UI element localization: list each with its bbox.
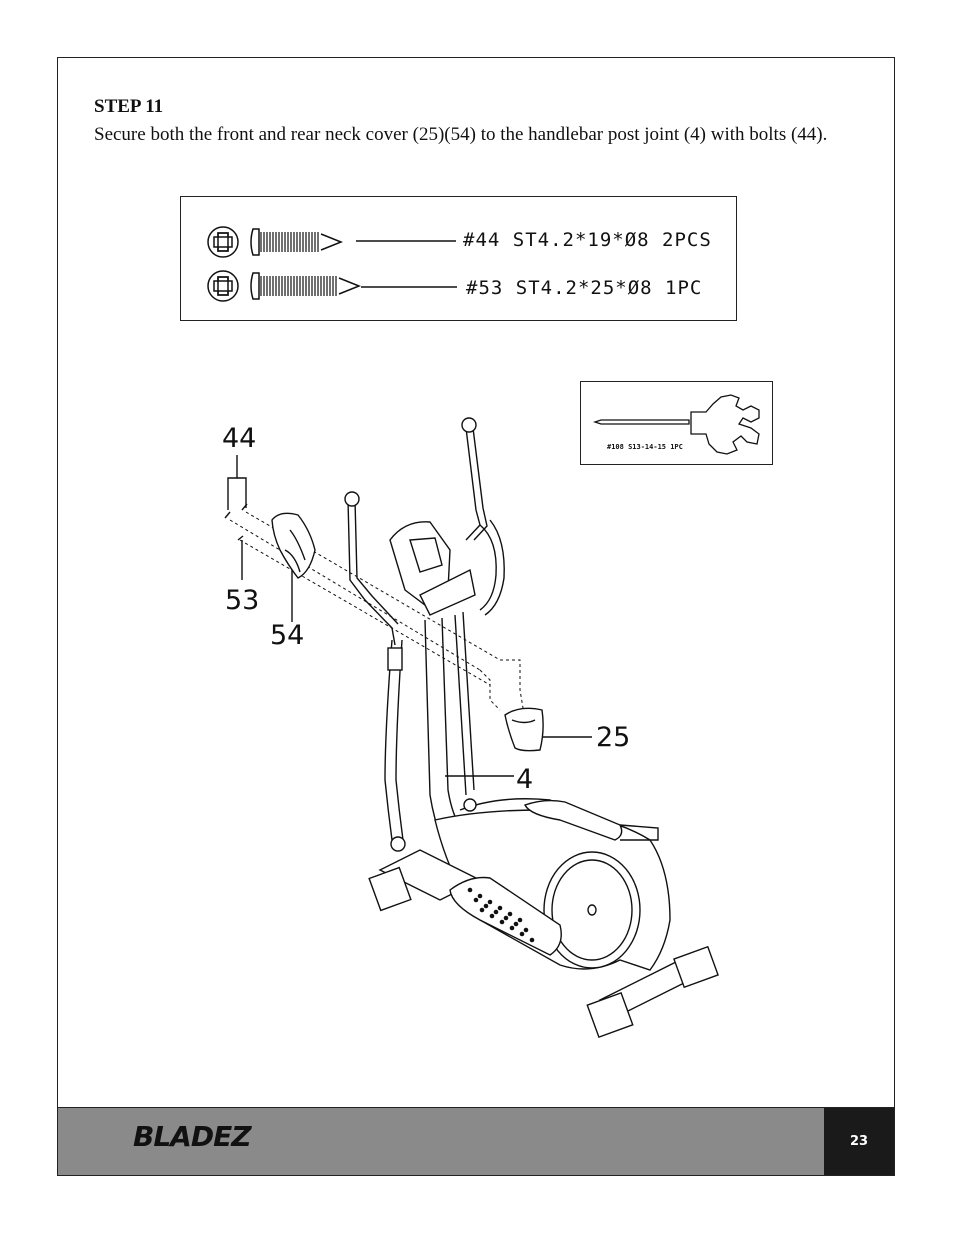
callout-53: 53	[225, 585, 260, 616]
page-number: 23	[824, 1108, 894, 1175]
tool-label: #108 S13-14-15 1PC	[607, 443, 683, 451]
callout-54: 54	[270, 620, 305, 651]
screw-53-icon	[207, 270, 457, 302]
step-title: STEP 11	[94, 96, 164, 117]
tool-box: #108 S13-14-15 1PC	[580, 381, 773, 465]
callout-44: 44	[222, 423, 257, 454]
wrench-screwdriver-icon	[592, 394, 760, 455]
callout-4: 4	[516, 764, 534, 795]
callout-25: 25	[596, 722, 631, 753]
brand-logo: BLADEZ	[133, 1120, 252, 1153]
screws-illustration	[207, 226, 457, 302]
footer-bar: BLADEZ 23	[57, 1107, 895, 1176]
parts-box: #44 ST4.2*19*Ø8 2PCS #53 ST4.2*25*Ø8 1PC	[180, 196, 737, 321]
part-44-label: #44 ST4.2*19*Ø8 2PCS	[463, 229, 712, 251]
elliptical-trainer-diagram	[224, 417, 719, 1039]
part-53-label: #53 ST4.2*25*Ø8 1PC	[466, 277, 703, 299]
step-instructions: Secure both the front and rear neck cove…	[94, 124, 828, 145]
screw-44-icon	[207, 226, 456, 258]
